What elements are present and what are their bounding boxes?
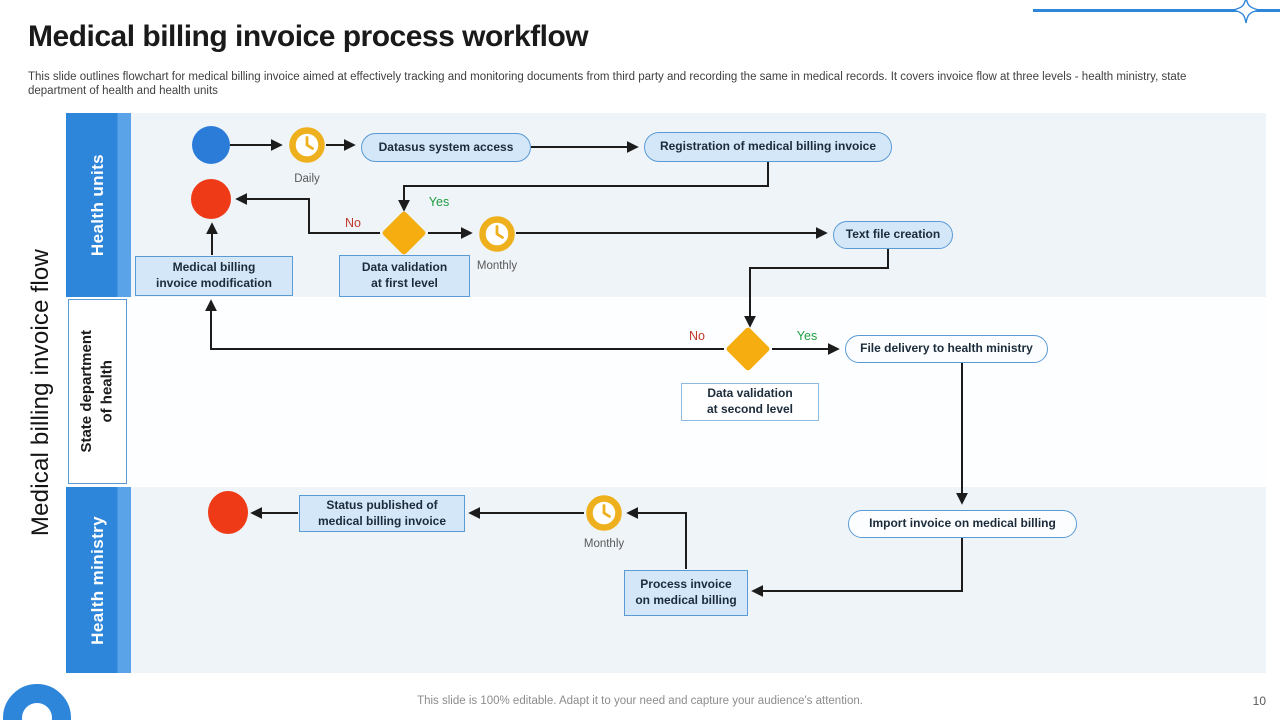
end-circle-health-ministry — [208, 491, 248, 534]
page-number: 10 — [1252, 694, 1266, 708]
node-text-file-creation: Text file creation — [833, 221, 953, 249]
diagram-side-title-text: Medical billing invoice flow — [27, 249, 54, 537]
daily-clock-icon — [288, 126, 326, 164]
lane-header-health-units-label: Health units — [88, 153, 108, 257]
yes-label-second-decision: Yes — [796, 329, 818, 343]
node-process-invoice: Process invoice on medical billing — [624, 570, 748, 616]
lane-header-state-department: State department of health — [68, 299, 127, 484]
yes-label-first-decision: Yes — [428, 195, 450, 209]
lane-header-health-ministry: Health ministry — [66, 487, 131, 673]
node-datasus-system-access: Datasus system access — [361, 133, 531, 162]
no-label-second-decision: No — [689, 329, 705, 343]
node-status-published: Status published of medical billing invo… — [299, 495, 465, 532]
node-data-validation-first: Data validation at first level — [339, 255, 470, 297]
sparkle-icon — [1232, 0, 1260, 24]
end-circle-health-units — [191, 179, 231, 219]
monthly-label-first: Monthly — [476, 260, 518, 272]
diagram-side-title: Medical billing invoice flow — [22, 113, 60, 673]
node-import-invoice: Import invoice on medical billing — [848, 510, 1077, 538]
slide-subtitle: This slide outlines flowchart for medica… — [28, 71, 1187, 98]
monthly-clock-icon-first — [478, 215, 516, 253]
node-registration-invoice: Registration of medical billing invoice — [644, 132, 892, 162]
node-file-delivery: File delivery to health ministry — [845, 335, 1048, 363]
node-invoice-modification: Medical billing invoice modification — [135, 256, 293, 296]
lane-state-department-background — [66, 298, 1266, 485]
node-data-validation-second: Data validation at second level — [681, 383, 819, 421]
no-label-first-decision: No — [345, 216, 361, 230]
monthly-clock-icon-ministry — [585, 494, 623, 532]
lane-header-state-department-label: State department of health — [78, 330, 116, 453]
start-circle — [192, 126, 230, 164]
lane-header-health-units: Health units — [66, 113, 131, 297]
header-accent-line — [1033, 9, 1280, 12]
daily-label: Daily — [294, 173, 320, 185]
monthly-label-ministry: Monthly — [583, 538, 625, 550]
page-title: Medical billing invoice process workflow — [28, 20, 589, 53]
footer-note: This slide is 100% editable. Adapt it to… — [417, 695, 863, 707]
lane-header-health-ministry-label: Health ministry — [88, 515, 108, 645]
